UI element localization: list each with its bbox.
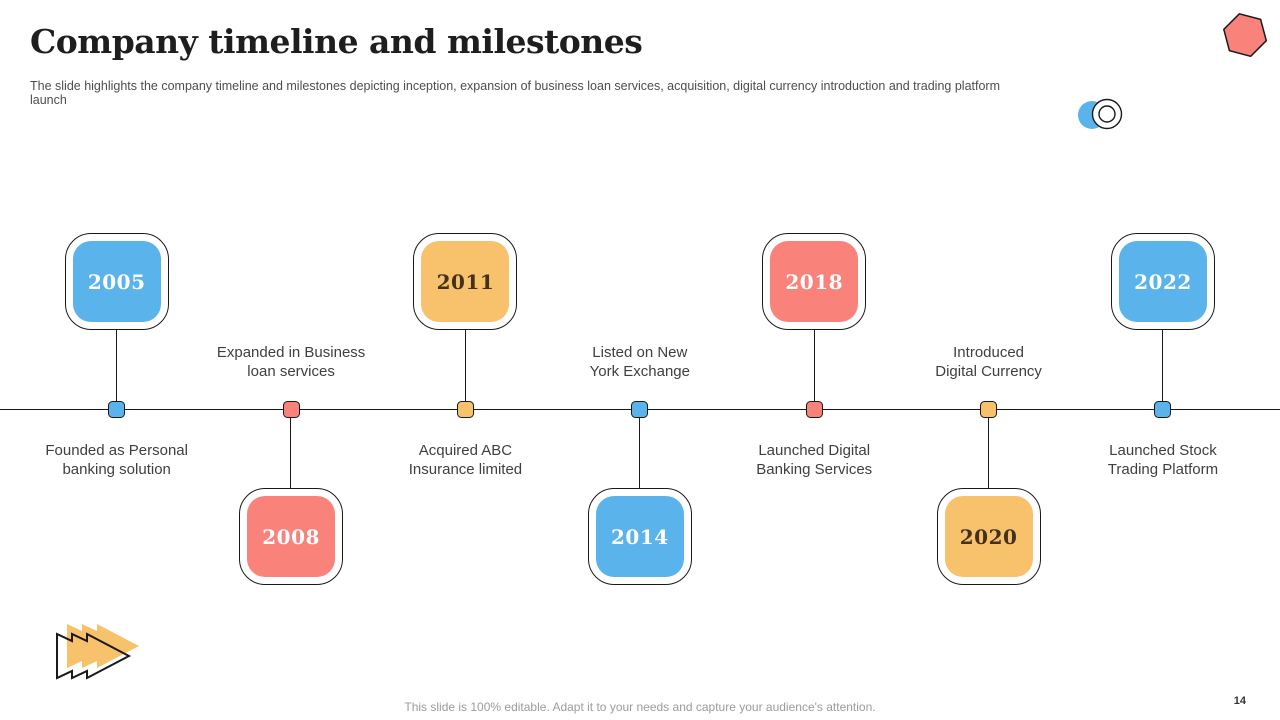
year-box-2014[interactable]: 2014 [587, 488, 692, 585]
connector-line [1162, 330, 1164, 402]
year-box-fill: 2005 [72, 241, 161, 322]
milestone-label: Acquired ABC Insurance limited [408, 442, 523, 478]
milestone-label: Founded as Personal banking solution [45, 442, 188, 478]
connector-line [290, 418, 292, 488]
year-label: 2005 [87, 269, 146, 294]
page-number: 14 [1233, 695, 1246, 707]
year-box-2008[interactable]: 2008 [239, 488, 344, 585]
page-subtitle: The slide highlights the company timelin… [30, 79, 1000, 107]
year-label: 2018 [785, 269, 844, 294]
footer-note: This slide is 100% editable. Adapt it to… [404, 700, 876, 714]
timeline-marker-2020[interactable] [980, 401, 998, 418]
timeline-marker-2011[interactable] [456, 401, 474, 418]
year-box-fill: 2008 [247, 496, 336, 577]
year-box-fill: 2011 [421, 241, 510, 322]
year-label: 2014 [610, 524, 669, 549]
year-box-fill: 2020 [944, 496, 1033, 577]
hexagon-icon[interactable] [1222, 12, 1269, 59]
connector-line [988, 418, 989, 488]
timeline-marker-2018[interactable] [805, 401, 823, 418]
year-box-fill: 2018 [770, 241, 859, 322]
year-label: 2011 [436, 269, 495, 294]
year-box-fill: 2014 [595, 496, 684, 577]
timeline-marker-2022[interactable] [1154, 401, 1172, 418]
milestone-label: Introduced Digital Currency [935, 344, 1042, 380]
connector-line [639, 418, 641, 488]
milestone-label: Expanded in Business loan services [216, 344, 366, 380]
milestone-label: Listed on New York Exchange [589, 344, 690, 380]
concentric-circles-icon[interactable] [1074, 94, 1136, 140]
page-title: Company timeline and milestones [30, 22, 643, 61]
milestone-label: Launched Digital Banking Services [756, 442, 873, 478]
year-label: 2020 [959, 524, 1018, 549]
year-box-fill: 2022 [1118, 241, 1207, 322]
year-box-2005[interactable]: 2005 [64, 233, 169, 330]
connector-line [116, 330, 118, 402]
connector-line [813, 330, 815, 402]
year-label: 2022 [1134, 269, 1192, 294]
milestone-label: Launched Stock Trading Platform [1107, 442, 1219, 478]
timeline-marker-2005[interactable] [108, 401, 126, 418]
year-box-2011[interactable]: 2011 [413, 233, 518, 330]
year-label: 2008 [262, 524, 320, 549]
year-box-2018[interactable]: 2018 [762, 233, 867, 330]
year-box-2020[interactable]: 2020 [936, 488, 1041, 585]
timeline-marker-2008[interactable] [282, 401, 300, 418]
connector-line [464, 330, 466, 402]
triple-arrow-icon[interactable] [55, 624, 147, 684]
year-box-2022[interactable]: 2022 [1110, 233, 1215, 330]
timeline-marker-2014[interactable] [631, 401, 649, 418]
